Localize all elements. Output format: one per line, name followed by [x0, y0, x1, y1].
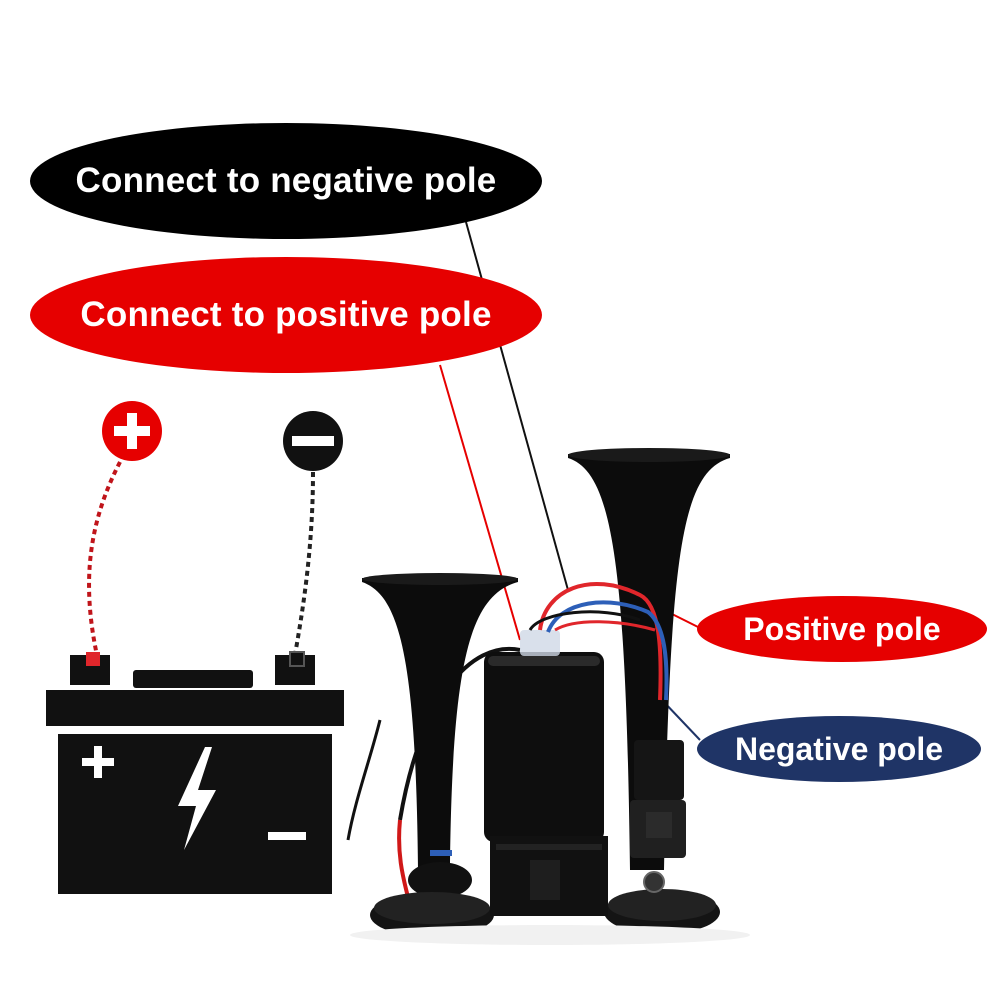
dashed-wire-negative — [292, 471, 315, 661]
leader-line-positive — [439, 364, 521, 641]
dashed-wire-positive — [87, 461, 122, 661]
label-negative-pole: Negative pole — [697, 716, 981, 782]
air-horn-icon — [346, 448, 730, 937]
lightning-bolt-icon — [178, 747, 216, 850]
plus-circle-icon — [102, 401, 162, 461]
ground-shadow — [350, 925, 750, 945]
label-connect-negative: Connect to negative pole — [30, 123, 542, 239]
minus-circle-icon — [283, 411, 343, 471]
label-positive-pole: Positive pole — [697, 596, 987, 662]
battery-icon — [46, 651, 344, 894]
label-connect-positive: Connect to positive pole — [30, 257, 542, 373]
